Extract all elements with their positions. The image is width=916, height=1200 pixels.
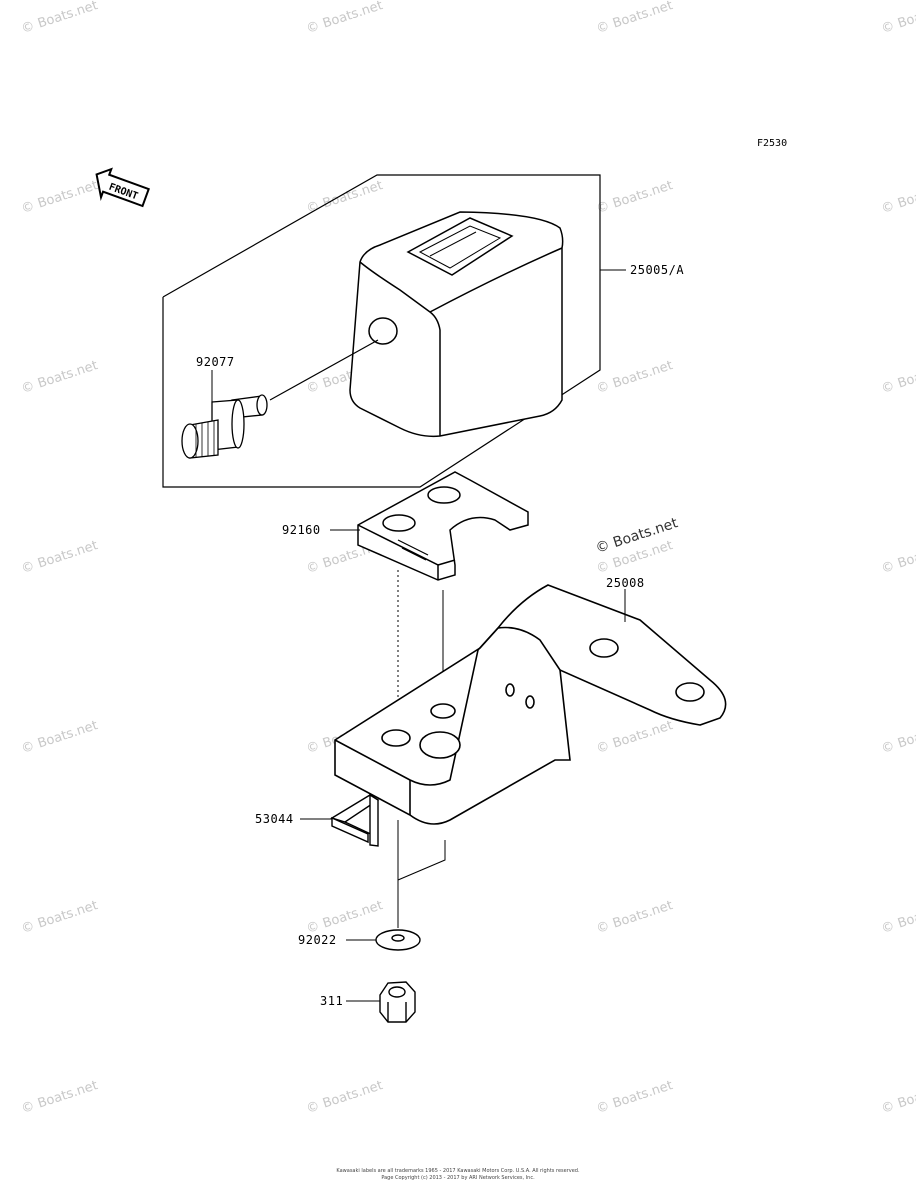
part-label-bracket[interactable]: 25008 xyxy=(606,576,645,590)
leader-lines xyxy=(211,269,626,1002)
part-label-washer[interactable]: 92022 xyxy=(298,933,337,947)
guide-lines xyxy=(397,570,446,928)
bushing-part xyxy=(181,339,379,459)
plate-part xyxy=(357,471,529,581)
part-label-nut[interactable]: 311 xyxy=(320,994,344,1008)
part-label-clip[interactable]: 53044 xyxy=(255,812,294,826)
footer-copyright-line2: Page Copyright (c) 2013 - 2017 by ARI Ne… xyxy=(381,1175,535,1181)
part-label-bushing[interactable]: 92077 xyxy=(196,355,235,369)
front-arrow-icon: FRONT xyxy=(95,167,150,208)
part-label-cover[interactable]: 25005/A xyxy=(630,263,685,277)
part-label-plate[interactable]: 92160 xyxy=(282,523,321,537)
washer-part xyxy=(375,929,421,951)
clip-part xyxy=(330,793,380,847)
cover-assembly-outline xyxy=(162,174,601,488)
figure-code: F2530 xyxy=(757,138,788,149)
bracket-part xyxy=(334,584,727,825)
cover-part xyxy=(349,211,564,438)
nut-part xyxy=(379,981,416,1023)
footer-copyright-line1: Kawasaki labels are all trademarks 1965 … xyxy=(336,1168,580,1174)
